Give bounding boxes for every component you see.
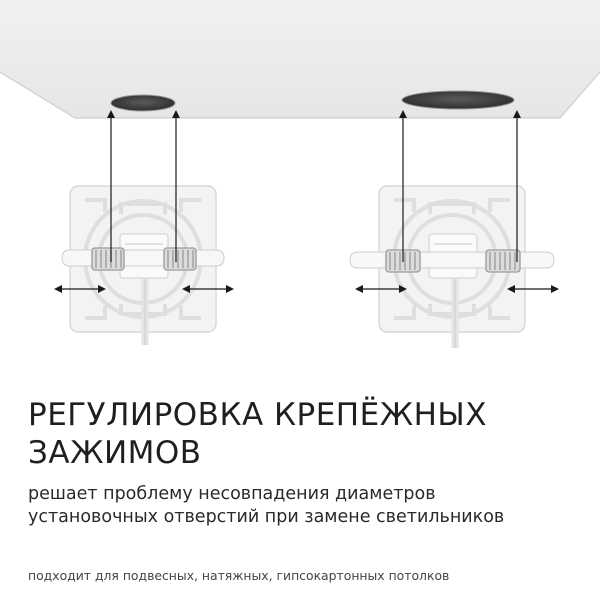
description-line-2: установочных отверстий при замене светил…	[28, 507, 505, 527]
footer-note: подходит для подвесных, натяжных, гипсок…	[28, 568, 450, 583]
fixture-narrow-clips	[54, 110, 234, 345]
heading-line-2: ЗАЖИМОВ	[28, 435, 202, 471]
spring-left	[91, 247, 125, 271]
clip-band	[349, 251, 555, 269]
fixture-wide-clips	[349, 110, 559, 348]
description: решает проблему несовпадения диаметров у…	[28, 483, 588, 529]
ceiling-hole-small	[110, 94, 176, 112]
spring-right	[163, 247, 197, 271]
spring-right	[485, 249, 521, 273]
ceiling-hole-large	[401, 90, 515, 110]
heading-line-1: РЕГУЛИРОВКА КРЕПЁЖНЫХ	[28, 397, 487, 433]
product-illustration	[0, 0, 600, 348]
ceiling	[0, 0, 600, 119]
clip-band	[61, 249, 225, 267]
main-heading: РЕГУЛИРОВКА КРЕПЁЖНЫХ ЗАЖИМОВ	[28, 396, 588, 472]
description-line-1: решает проблему несовпадения диаметров	[28, 484, 436, 504]
